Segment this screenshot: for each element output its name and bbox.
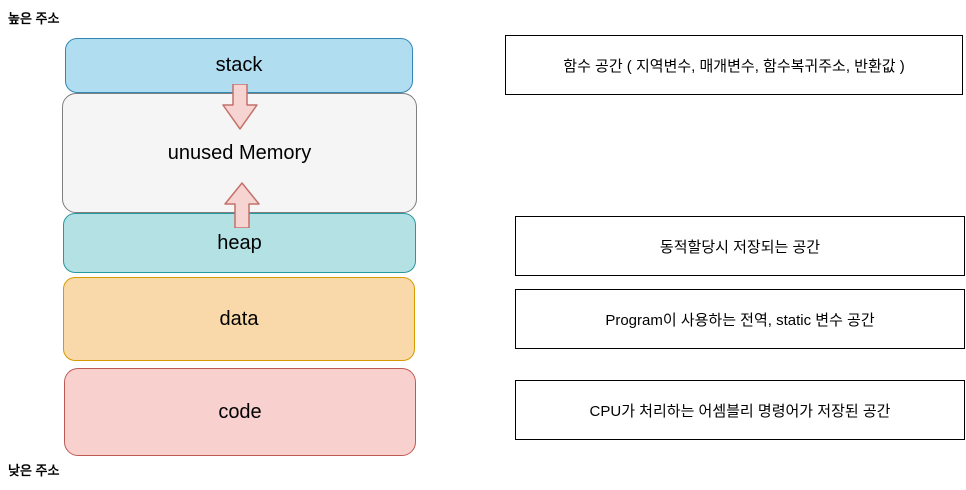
annotation-stack: 함수 공간 ( 지역변수, 매개변수, 함수복귀주소, 반환값 ) [505, 35, 963, 95]
annotation-data-text: Program이 사용하는 전역, static 변수 공간 [605, 311, 875, 329]
annotation-code-text: CPU가 처리하는 어셈블리 명령어가 저장된 공간 [589, 402, 891, 420]
annotation-stack-text: 함수 공간 ( 지역변수, 매개변수, 함수복귀주소, 반환값 ) [563, 57, 905, 75]
code-block: code [64, 368, 416, 456]
data-label: data [219, 307, 259, 330]
high-address-label: 높은 주소 [8, 11, 60, 26]
heap-growth-arrow-up-icon [222, 182, 262, 228]
stack-growth-arrow-down-icon [220, 84, 260, 130]
stack-label: stack [215, 54, 263, 76]
annotation-heap-text: 동적할당시 저장되는 공간 [659, 238, 821, 256]
code-label: code [218, 400, 262, 423]
data-block: data [63, 277, 415, 361]
annotation-heap: 동적할당시 저장되는 공간 [515, 216, 965, 276]
low-address-label: 낮은 주소 [8, 463, 60, 478]
unused-memory-label: unused Memory [167, 141, 312, 164]
heap-label: heap [217, 231, 262, 254]
annotation-data: Program이 사용하는 전역, static 변수 공간 [515, 289, 965, 349]
annotation-code: CPU가 처리하는 어셈블리 명령어가 저장된 공간 [515, 380, 965, 440]
